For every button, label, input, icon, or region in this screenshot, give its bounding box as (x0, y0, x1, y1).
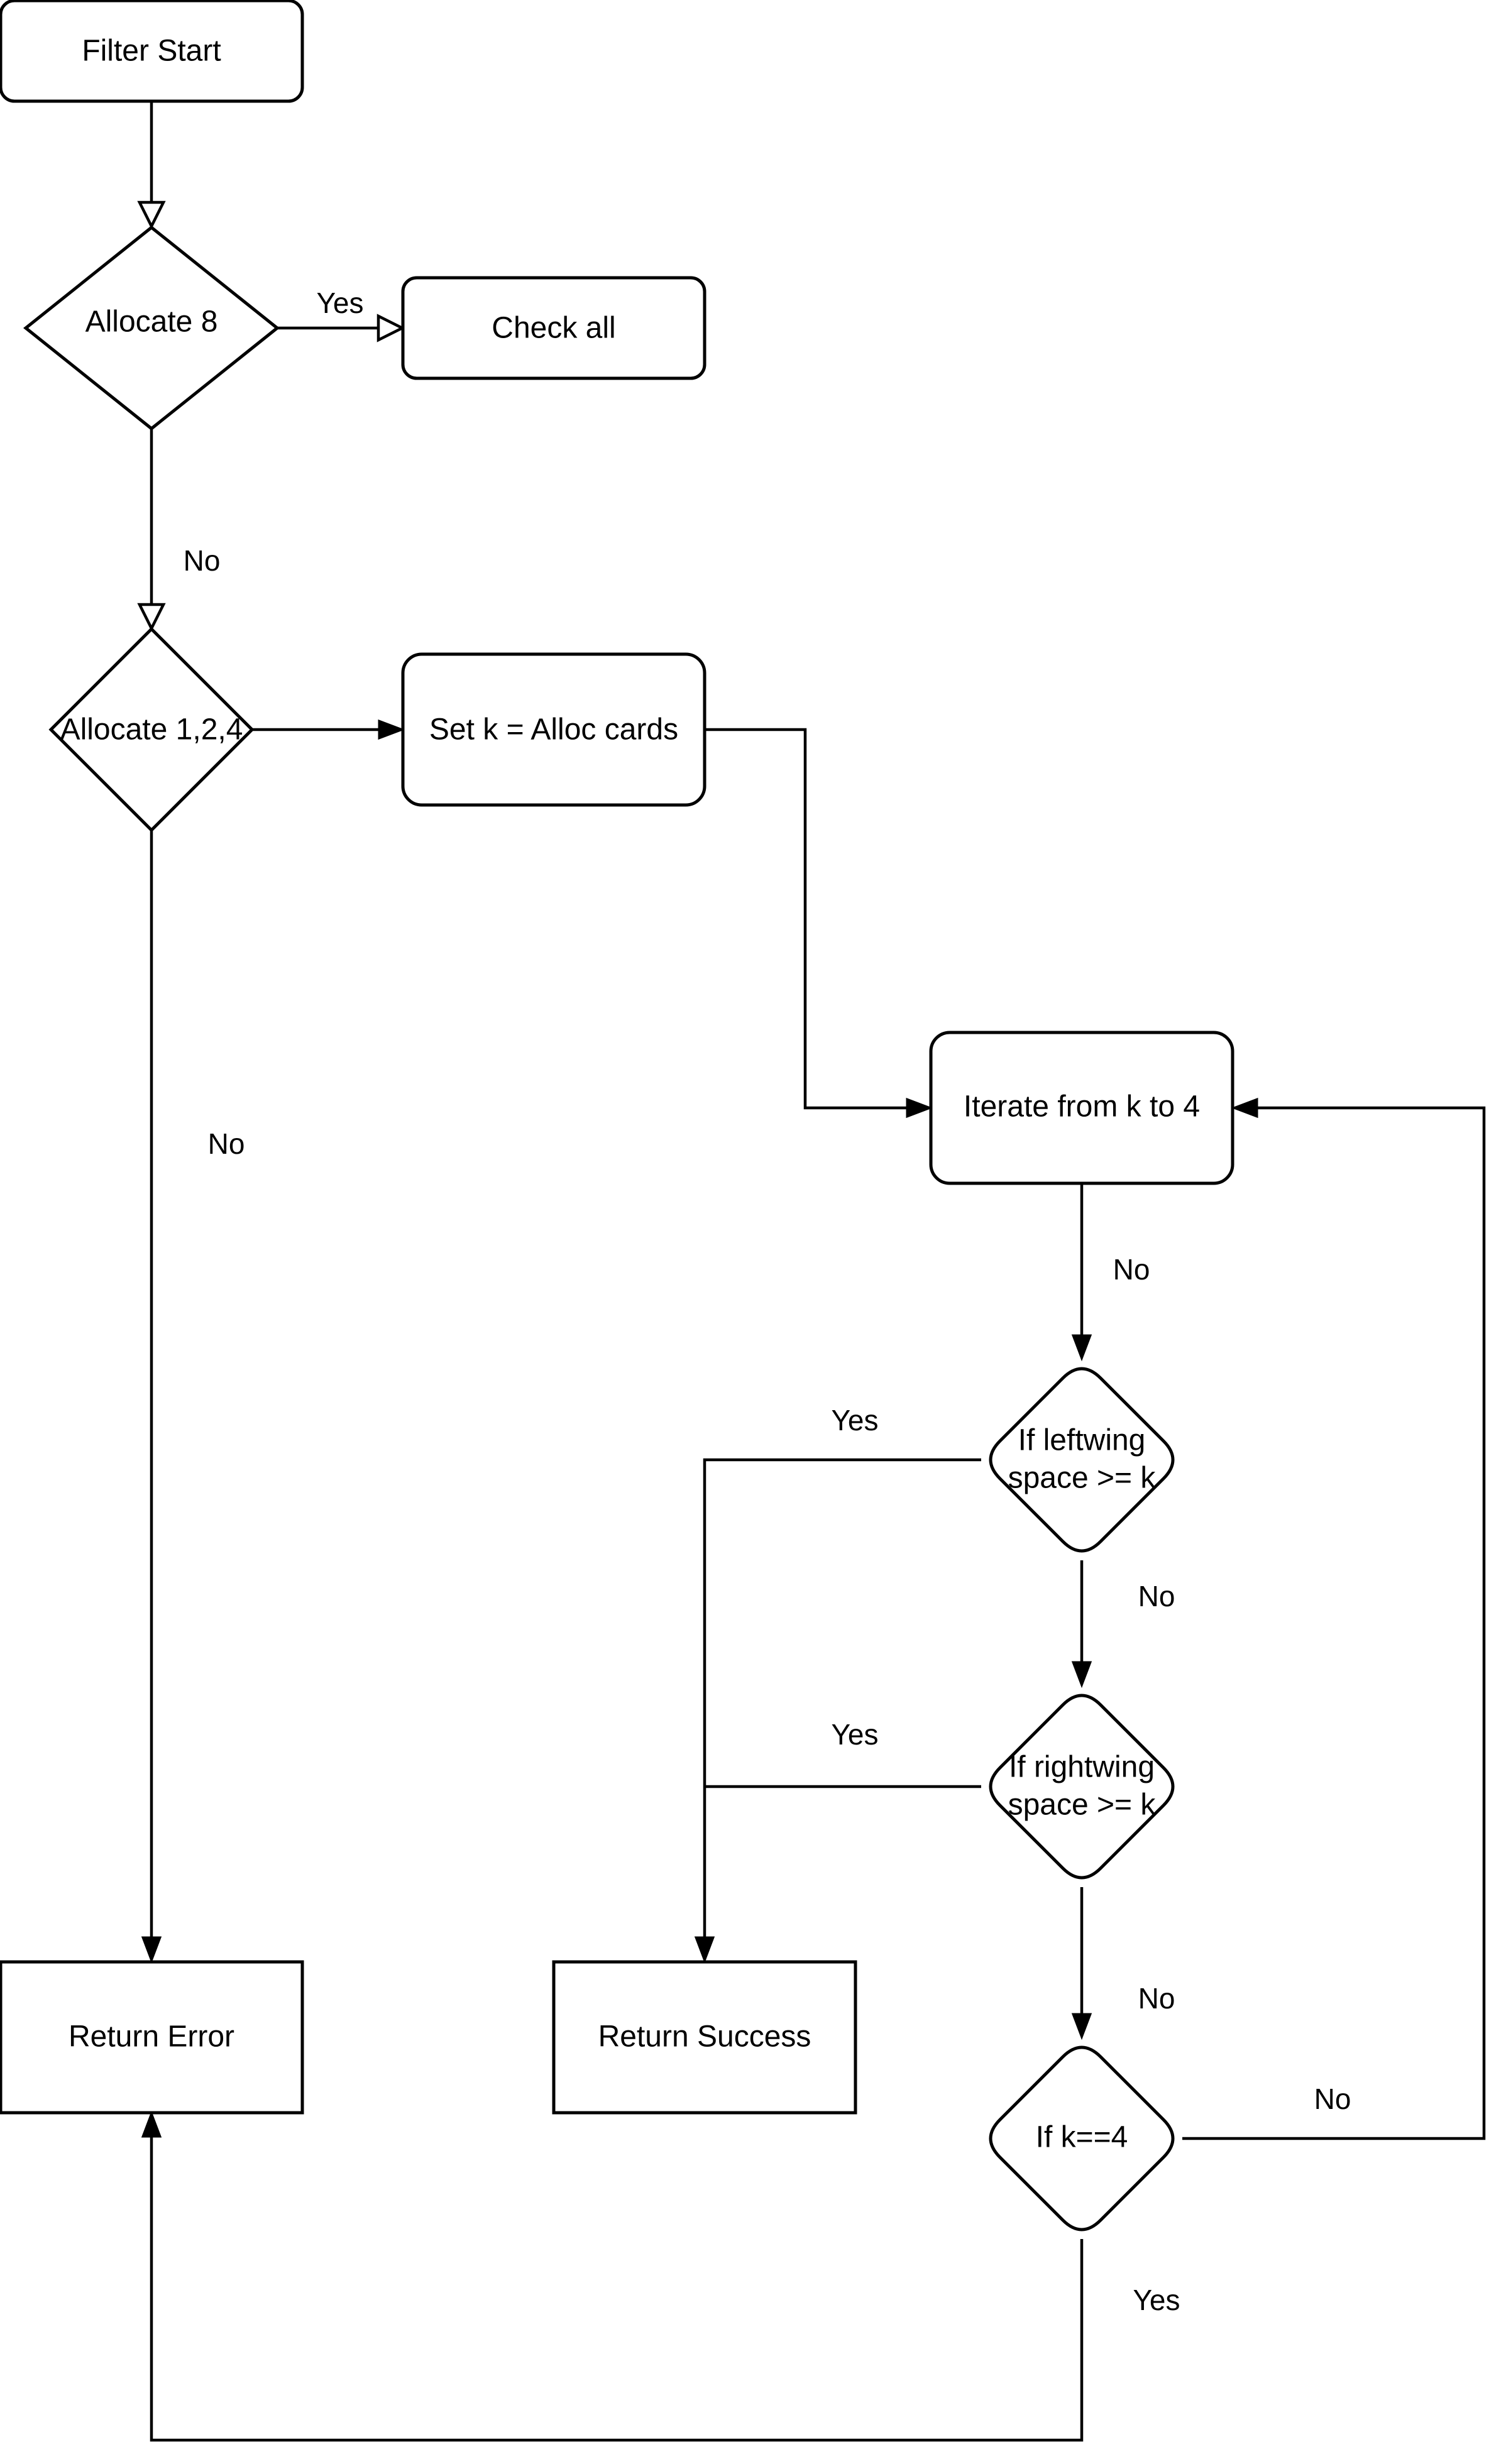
node-set-k-label: Set k = Alloc cards (429, 713, 678, 747)
edge-setk-to-iterate (705, 728, 933, 1119)
edge-allocate124-to-setk (252, 719, 405, 740)
node-leftwing-label-line2: space >= k (1008, 1462, 1157, 1495)
node-check-all: Check all (401, 276, 706, 380)
node-allocate-8: Allocate 8 (23, 225, 280, 431)
edge-allocate124-to-error (141, 830, 162, 1964)
edge-label-leftwing-no: No (1138, 1580, 1175, 1613)
node-leftwing-label-line1: If leftwing (1018, 1424, 1146, 1457)
edge-label-rightwing-yes: Yes (831, 1718, 878, 1751)
node-rightwing-label-line1: If rightwing (1009, 1751, 1155, 1784)
node-set-k: Set k = Alloc cards (401, 652, 706, 807)
edge-leftwing-to-rightwing (1071, 1560, 1092, 1689)
edge-label-iterate-no: No (1113, 1253, 1150, 1286)
edge-label-allocate8-no: No (184, 544, 221, 577)
edge-label-k4-yes: Yes (1133, 2284, 1180, 2316)
node-allocate-124: Allocate 1,2,4 (48, 627, 255, 833)
edge-label-leftwing-yes: Yes (831, 1404, 878, 1437)
node-k-equals-4-label: If k==4 (1036, 2121, 1128, 2154)
node-filter-start-label: Filter Start (82, 35, 221, 68)
edge-iterate-to-leftwing (1071, 1183, 1092, 1362)
node-return-success: Return Success (552, 1960, 857, 2115)
edge-start-to-allocate8 (137, 102, 166, 230)
node-allocate-124-label: Allocate 1,2,4 (60, 713, 243, 747)
node-return-error-label: Return Error (69, 2020, 234, 2054)
node-rightwing: If rightwing space >= k (989, 1694, 1175, 1880)
node-return-success-label: Return Success (598, 2020, 811, 2054)
node-rightwing-label-line2: space >= k (1008, 1788, 1157, 1822)
edge-allocate8-to-allocate124 (137, 429, 166, 632)
edge-rightwing-to-k4 (1071, 1887, 1092, 2040)
edge-label-rightwing-no: No (1138, 1982, 1175, 2015)
node-check-all-label: Check all (492, 312, 615, 345)
edge-k4-to-error (141, 2110, 1084, 2442)
node-k-equals-4: If k==4 (989, 2045, 1175, 2231)
node-iterate: Iterate from k to 4 (929, 1031, 1234, 1185)
node-iterate-label: Iterate from k to 4 (964, 1090, 1200, 1124)
node-allocate-8-label: Allocate 8 (85, 305, 218, 339)
node-return-error: Return Error (0, 1960, 304, 2115)
edge-label-allocate124-no: No (208, 1127, 245, 1160)
edge-allocate8-to-checkall (277, 314, 406, 342)
edge-label-k4-no: No (1314, 2083, 1351, 2115)
node-leftwing: If leftwing space >= k (989, 1367, 1175, 1553)
edge-k4-to-iterate (1182, 1097, 1486, 2140)
edge-leftwing-to-success (694, 1458, 981, 1964)
node-filter-start: Filter Start (0, 0, 304, 103)
edge-label-allocate8-yes: Yes (316, 287, 363, 319)
